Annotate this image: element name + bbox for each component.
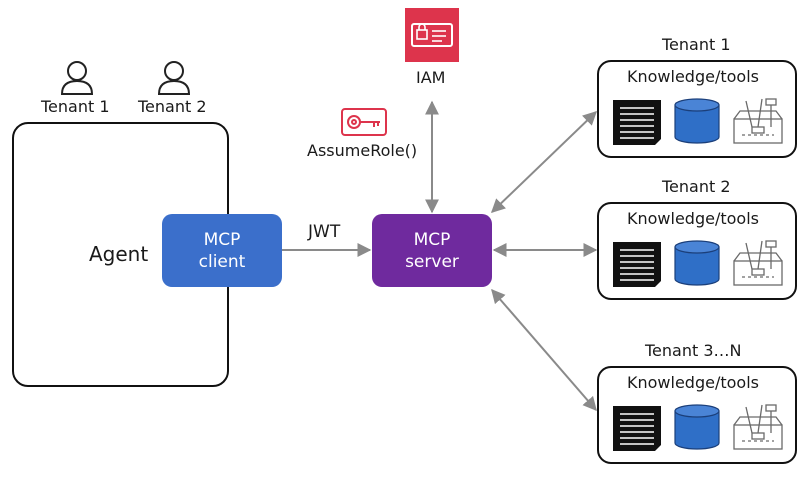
jwt-label: JWT	[308, 222, 341, 242]
arrow-server-tenant1	[490, 111, 598, 213]
user-icon	[60, 61, 94, 95]
tenant-1-title: Tenant 1	[662, 35, 731, 54]
assume-role-label: AssumeRole()	[307, 141, 418, 160]
tenant-3-box-label: Knowledge/tools	[627, 373, 759, 392]
arrow-server-tenant3	[491, 288, 597, 412]
mcp-client-line2: client	[198, 251, 246, 272]
tenant-2-title: Tenant 2	[662, 177, 731, 196]
iam-label: IAM	[416, 68, 446, 87]
tenant-2-box-label: Knowledge/tools	[627, 209, 759, 228]
tenant-1-box-label: Knowledge/tools	[627, 67, 759, 86]
user-label-tenant-1: Tenant 1	[41, 97, 110, 116]
user-icon	[157, 61, 191, 95]
key-icon	[341, 108, 387, 136]
iam-lock-icon	[405, 8, 459, 62]
mcp-server: MCP server	[372, 214, 492, 287]
agent-label: Agent	[89, 242, 149, 266]
mcp-client: MCP client	[162, 214, 282, 287]
user-label-tenant-2: Tenant 2	[138, 97, 207, 116]
mcp-server-line2: server	[405, 251, 459, 272]
mcp-server-line1: MCP	[413, 229, 451, 250]
tenant-3-title: Tenant 3…N	[645, 341, 742, 360]
mcp-client-line1: MCP	[203, 229, 241, 250]
